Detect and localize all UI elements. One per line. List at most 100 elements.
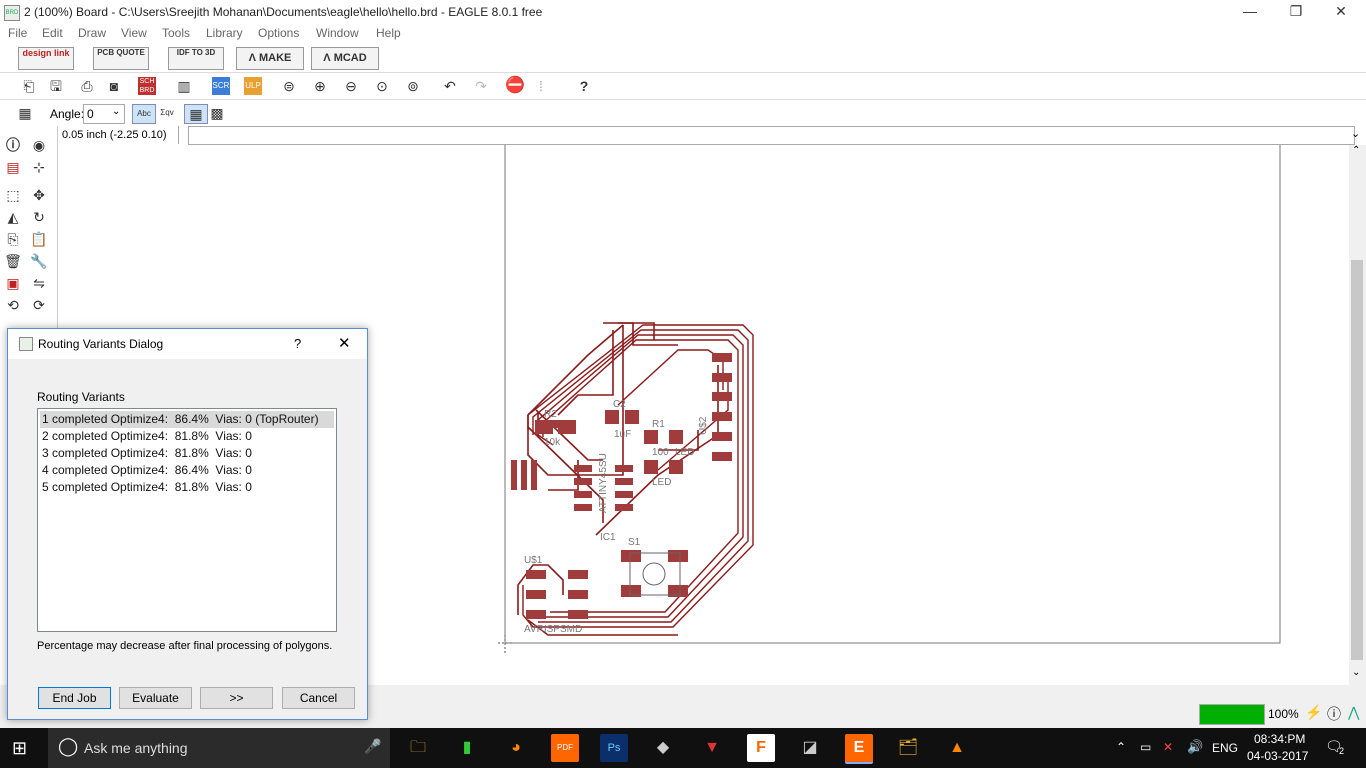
- ungroup-icon[interactable]: ⟳: [33, 297, 45, 313]
- delete-icon[interactable]: 🗑: [4, 253, 22, 269]
- copy-icon[interactable]: ⎘: [7, 231, 19, 247]
- scrollbar-thumb[interactable]: [1351, 260, 1363, 660]
- undo-icon[interactable]: ↶: [444, 78, 456, 94]
- pcb-quote-button[interactable]: PCB QUOTE: [93, 47, 149, 70]
- network-icon[interactable]: ✕: [1163, 740, 1174, 754]
- menu-draw[interactable]: Draw: [78, 26, 107, 40]
- redo-icon[interactable]: ↷: [475, 78, 487, 94]
- vlc-icon[interactable]: ▲: [949, 739, 965, 756]
- make-button[interactable]: Ʌ MAKE: [236, 47, 304, 70]
- menu-tools[interactable]: Tools: [162, 26, 191, 40]
- move-icon[interactable]: ✥: [33, 187, 45, 203]
- scroll-down-icon[interactable]: ⌄: [1352, 667, 1361, 678]
- stop-icon[interactable]: ⛔: [505, 77, 525, 94]
- cam-icon[interactable]: ◙: [109, 78, 119, 94]
- menu-view[interactable]: View: [121, 26, 147, 40]
- menu-library[interactable]: Library: [206, 26, 243, 40]
- angle-select[interactable]: 0 ⌄: [83, 104, 125, 124]
- zoom-in-icon[interactable]: ⊕: [314, 78, 326, 94]
- notifications-icon[interactable]: 🗨: [1325, 738, 1343, 754]
- sch-brd-switch-icon[interactable]: SCH BRD: [138, 77, 156, 95]
- library-icon[interactable]: ▥: [177, 78, 191, 94]
- layout-1-icon[interactable]: ▦: [184, 104, 208, 124]
- blender-icon[interactable]: ◕: [511, 739, 521, 756]
- zoom-fit-icon[interactable]: ⊜: [283, 78, 295, 94]
- app-green-icon[interactable]: ▮: [462, 739, 472, 756]
- open-icon[interactable]: ⎗: [23, 78, 35, 94]
- eagle-icon[interactable]: E: [845, 734, 873, 764]
- eye-icon[interactable]: ◉: [32, 137, 46, 153]
- menu-help[interactable]: Help: [376, 26, 401, 40]
- clock-time[interactable]: 08:34:PM: [1254, 732, 1306, 746]
- designlink-button[interactable]: design link: [18, 47, 74, 70]
- volume-icon[interactable]: 🔊: [1187, 739, 1204, 754]
- pdf-icon[interactable]: PDF: [551, 734, 579, 762]
- scroll-up-icon[interactable]: ⌃: [1352, 145, 1361, 156]
- mark-icon[interactable]: ⊹: [33, 159, 45, 175]
- zoom-out-icon[interactable]: ⊖: [345, 78, 357, 94]
- save-icon[interactable]: 🖫: [50, 78, 62, 94]
- chevron-down-icon[interactable]: ⌄: [1351, 128, 1361, 140]
- print-icon[interactable]: ⎙: [81, 78, 93, 94]
- vivaldi-icon[interactable]: ▼: [704, 739, 720, 756]
- cancel-button[interactable]: Cancel: [282, 687, 355, 709]
- next-button[interactable]: >>: [200, 687, 273, 709]
- layers-icon[interactable]: ▤: [6, 159, 20, 175]
- variants-list[interactable]: 1 completed Optimize4: 86.4% Vias: 0 (To…: [37, 408, 337, 632]
- select-icon[interactable]: ⬚: [6, 187, 20, 203]
- mcad-button[interactable]: Ʌ MCAD: [311, 47, 379, 70]
- replace-icon[interactable]: ⇋: [33, 275, 45, 291]
- ulp-icon[interactable]: ULP: [244, 77, 262, 95]
- file-explorer-icon[interactable]: 🗀: [409, 739, 426, 756]
- lightning-icon[interactable]: ⚡: [1305, 704, 1323, 720]
- menu-file[interactable]: File: [8, 26, 28, 40]
- battery-icon[interactable]: ▭: [1140, 740, 1152, 754]
- zoom-select-icon[interactable]: ⊚: [407, 78, 419, 94]
- info-icon[interactable]: ⓘ: [6, 137, 20, 153]
- script-icon[interactable]: SCR: [212, 77, 230, 95]
- solidworks-icon[interactable]: ◪: [802, 739, 818, 756]
- add-icon[interactable]: ▣: [6, 275, 20, 291]
- zoom-redraw-icon[interactable]: ⊙: [376, 78, 388, 94]
- layout-2-icon[interactable]: ▩: [210, 105, 224, 121]
- command-input[interactable]: [188, 126, 1355, 145]
- language-indicator[interactable]: ENG: [1212, 741, 1239, 755]
- wrench-icon[interactable]: 🔧: [30, 253, 48, 269]
- windows-start-icon[interactable]: ⊞: [12, 738, 28, 758]
- rotate-icon[interactable]: ↻: [33, 209, 45, 225]
- grid-icon[interactable]: ▦: [18, 105, 32, 121]
- paste-icon[interactable]: 📋: [30, 231, 48, 247]
- search-box[interactable]: ◯ Ask me anything 🎤: [48, 728, 390, 768]
- microphone-icon[interactable]: 🎤: [364, 738, 382, 754]
- dialog-close-button[interactable]: ✕: [338, 335, 351, 352]
- close-button[interactable]: ✕: [1335, 3, 1347, 19]
- info-status-icon[interactable]: ⓘ: [1327, 706, 1341, 722]
- idf-to-3d-button[interactable]: IDF TO 3D: [168, 47, 224, 70]
- folder-icon[interactable]: 🗂: [897, 739, 919, 756]
- text-upright-icon[interactable]: Abc: [132, 104, 156, 124]
- vertical-scrollbar[interactable]: ⌃ ⌄: [1349, 145, 1366, 685]
- routing-icon[interactable]: ⋀: [1348, 704, 1360, 720]
- dialog-help-button[interactable]: ?: [294, 336, 302, 351]
- minimize-button[interactable]: —: [1243, 3, 1257, 19]
- tray-chevron-icon[interactable]: ⌃: [1116, 740, 1127, 754]
- list-item[interactable]: 5 completed Optimize4: 81.8% Vias: 0: [42, 480, 252, 494]
- inkscape-icon[interactable]: ◆: [656, 739, 670, 756]
- maximize-button[interactable]: ❐: [1289, 3, 1303, 19]
- menu-options[interactable]: Options: [258, 26, 300, 40]
- list-item[interactable]: 1 completed Optimize4: 86.4% Vias: 0 (To…: [40, 411, 334, 428]
- end-job-button[interactable]: End Job: [38, 687, 111, 709]
- menu-edit[interactable]: Edit: [42, 26, 63, 40]
- mirror-icon[interactable]: ◭: [7, 209, 19, 225]
- clock-date[interactable]: 04-03-2017: [1247, 749, 1309, 763]
- go-icon[interactable]: ⁞: [539, 78, 543, 94]
- help-icon[interactable]: ?: [579, 78, 589, 94]
- list-item[interactable]: 2 completed Optimize4: 81.8% Vias: 0: [42, 429, 252, 443]
- menu-window[interactable]: Window: [316, 26, 359, 40]
- group-icon[interactable]: ⟲: [7, 297, 19, 313]
- fusion-icon[interactable]: F: [747, 734, 775, 762]
- text-rotate-icon[interactable]: Σqv: [160, 108, 174, 117]
- list-item[interactable]: 4 completed Optimize4: 86.4% Vias: 0: [42, 463, 252, 477]
- list-item[interactable]: 3 completed Optimize4: 81.8% Vias: 0: [42, 446, 252, 460]
- photoshop-icon[interactable]: Ps: [600, 734, 628, 762]
